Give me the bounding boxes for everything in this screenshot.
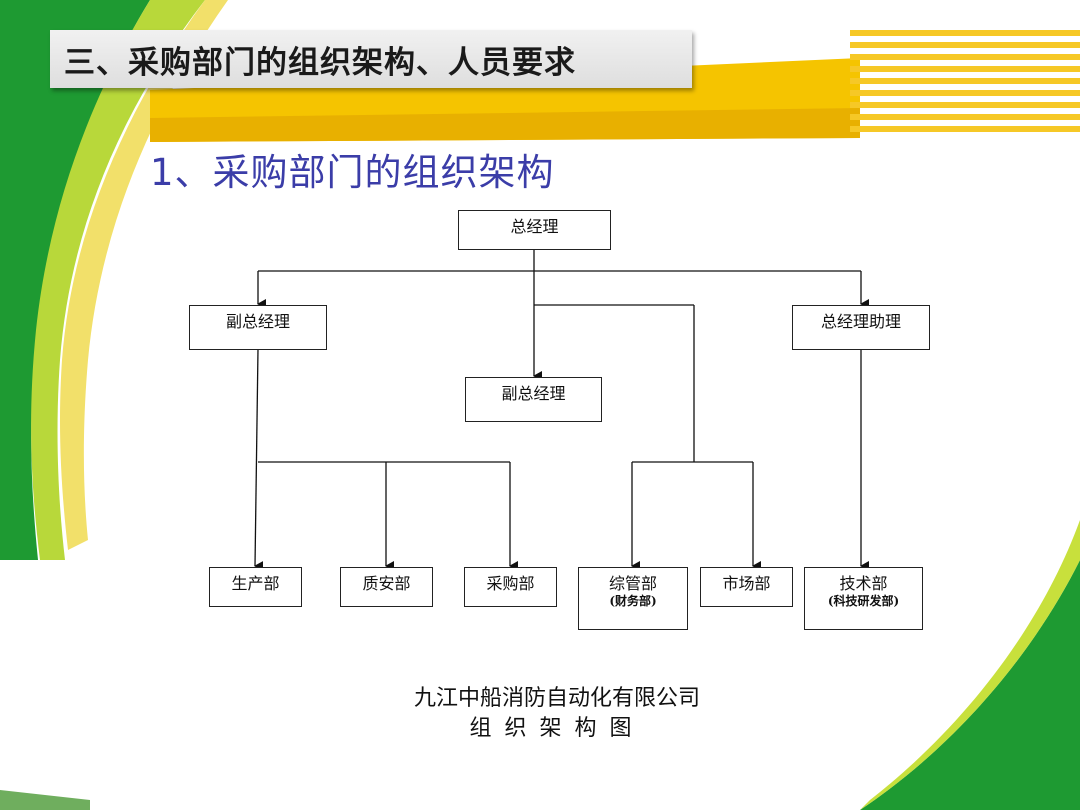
node-quality-safety-label: 质安部 — [362, 574, 411, 593]
chart-caption: 组织架构图 — [469, 716, 645, 741]
node-technology: 技术部 (科技研发部) — [804, 567, 923, 630]
node-quality-safety: 质安部 — [340, 567, 433, 607]
node-gm-assistant: 总经理助理 — [792, 305, 930, 350]
node-deputy-gm-left: 副总经理 — [189, 305, 327, 350]
node-deputy-gm-left-label: 副总经理 — [225, 312, 290, 331]
node-general-management: 综管部 (财务部) — [578, 567, 688, 630]
node-deputy-gm-center: 副总经理 — [465, 377, 602, 422]
node-gm-assistant-label: 总经理助理 — [820, 312, 901, 331]
node-purchasing-label: 采购部 — [486, 574, 535, 593]
node-purchasing: 采购部 — [464, 567, 557, 607]
node-general-manager: 总经理 — [458, 210, 611, 250]
node-technology-label: 技术部 — [839, 574, 888, 593]
company-name: 九江中船消防自动化有限公司 — [413, 686, 700, 711]
connector-to-production — [254, 348, 264, 572]
subtitle: 1、采购部门的组织架构 — [150, 151, 555, 194]
node-general-management-sublabel: (财务部) — [609, 594, 657, 608]
node-production: 生产部 — [209, 567, 302, 607]
section-title-bar: 三、采购部门的组织架构、人员要求 — [50, 30, 692, 88]
section-title: 三、采购部门的组织架构、人员要求 — [64, 44, 576, 81]
node-technology-sublabel: (科技研发部) — [827, 594, 900, 608]
node-deputy-gm-center-label: 副总经理 — [501, 384, 566, 403]
node-marketing-label: 市场部 — [722, 574, 771, 593]
node-general-management-label: 综管部 — [608, 574, 657, 593]
node-marketing: 市场部 — [700, 567, 793, 607]
node-general-manager-label: 总经理 — [510, 217, 559, 236]
node-production-label: 生产部 — [231, 574, 280, 593]
